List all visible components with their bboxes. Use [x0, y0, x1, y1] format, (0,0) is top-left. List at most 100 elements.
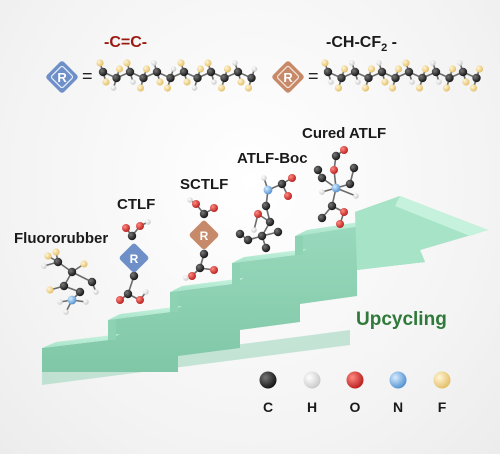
atom-label-c: C: [262, 399, 274, 415]
atlf-boc-model: [235, 174, 296, 253]
atom-c: [431, 67, 441, 77]
atom-c: [98, 67, 108, 77]
atom-f: [421, 65, 430, 73]
atom-o: [340, 146, 348, 154]
r-badge-brown: R: [272, 61, 304, 93]
atom-c: [337, 73, 346, 83]
atom-c: [199, 249, 209, 259]
atom-h: [83, 299, 89, 305]
fluoroalkane-formula-end: -: [387, 34, 397, 51]
sctlf-model: [183, 197, 218, 281]
atom-f: [244, 84, 253, 92]
badge-letter: R: [200, 229, 209, 243]
atom-legend-n-sphere: [389, 371, 407, 389]
atom-c: [233, 67, 243, 77]
atom-c: [75, 287, 85, 297]
atom-label-n: N: [392, 399, 404, 415]
atom-h: [261, 175, 267, 181]
atom-c: [317, 213, 327, 223]
atom-f: [204, 59, 212, 67]
equals-sign-left: =: [82, 66, 93, 86]
atom-h: [170, 66, 177, 72]
atom-c: [67, 267, 77, 277]
atom-c: [243, 235, 253, 245]
atom-h: [145, 219, 151, 225]
atom-f: [475, 65, 484, 73]
atom-c: [139, 73, 148, 83]
atom-h: [151, 60, 157, 66]
atom-f: [177, 59, 185, 67]
atom-c: [277, 179, 287, 189]
atom-c: [193, 73, 202, 83]
atom-f: [163, 84, 172, 92]
atom-c: [112, 73, 121, 83]
alkene-chain-model: [96, 59, 258, 92]
atom-f: [237, 78, 245, 86]
atom-label-o: O: [349, 399, 361, 415]
atom-c: [123, 289, 133, 299]
atom-f: [183, 78, 191, 86]
atom-c: [418, 73, 427, 83]
atom-c: [349, 163, 359, 173]
atom-f: [102, 78, 110, 86]
atom-c: [127, 231, 137, 241]
atom-f: [402, 59, 410, 67]
atom-c: [179, 67, 189, 77]
atom-o: [122, 224, 130, 232]
atom-c: [261, 201, 271, 211]
atom-f: [196, 65, 205, 73]
atom-c: [87, 277, 97, 287]
atom-h: [143, 289, 149, 295]
stage-label-ctlf: CTLF: [117, 196, 156, 213]
atom-h: [355, 79, 361, 85]
atom-f: [381, 78, 389, 86]
atom-o: [340, 208, 348, 216]
atom-f: [156, 78, 164, 86]
stage-label-fluororubber: Fluororubber: [14, 230, 109, 247]
atom-h: [409, 79, 415, 85]
atom-f: [80, 260, 88, 268]
atom-f: [96, 59, 104, 67]
atom-h: [57, 299, 63, 305]
atom-n: [67, 295, 77, 305]
atom-h: [436, 79, 442, 85]
atom-h: [319, 189, 325, 195]
atom-c: [59, 281, 69, 291]
atom-f: [52, 248, 60, 256]
fluoroalkane-formula: -CH-CF2 -: [326, 34, 397, 54]
atom-h: [251, 66, 258, 72]
atom-f: [44, 252, 52, 260]
atom-f: [334, 84, 343, 92]
atom-c: [199, 209, 209, 219]
atom-f: [462, 78, 470, 86]
atom-h: [211, 79, 217, 85]
atom-c: [445, 73, 454, 83]
atom-c: [53, 257, 63, 267]
atom-o: [136, 222, 144, 230]
atom-n: [263, 185, 273, 195]
atom-c: [273, 227, 283, 237]
atom-label-h: H: [306, 399, 318, 415]
atom-c: [129, 271, 139, 281]
atom-f: [321, 59, 329, 67]
atom-h: [430, 60, 436, 66]
atom-c: [261, 243, 271, 253]
atom-o: [210, 204, 218, 212]
fluoroalkane-formula-subscript: 2: [381, 42, 388, 55]
atom-o: [116, 296, 124, 304]
stage-label-atlf-boc: ATLF-Boc: [237, 150, 308, 167]
stage-label-cured-atlf: Cured ATLF: [302, 125, 387, 142]
atom-c: [377, 67, 387, 77]
atom-h: [457, 60, 463, 66]
atom-f: [223, 65, 232, 73]
atom-h: [376, 60, 382, 66]
atom-f: [142, 65, 151, 73]
atom-f: [442, 84, 451, 92]
atom-f: [469, 84, 478, 92]
atom-o: [192, 200, 200, 208]
atom-c: [345, 179, 355, 189]
atom-o: [254, 210, 262, 218]
atom-f: [394, 65, 403, 73]
